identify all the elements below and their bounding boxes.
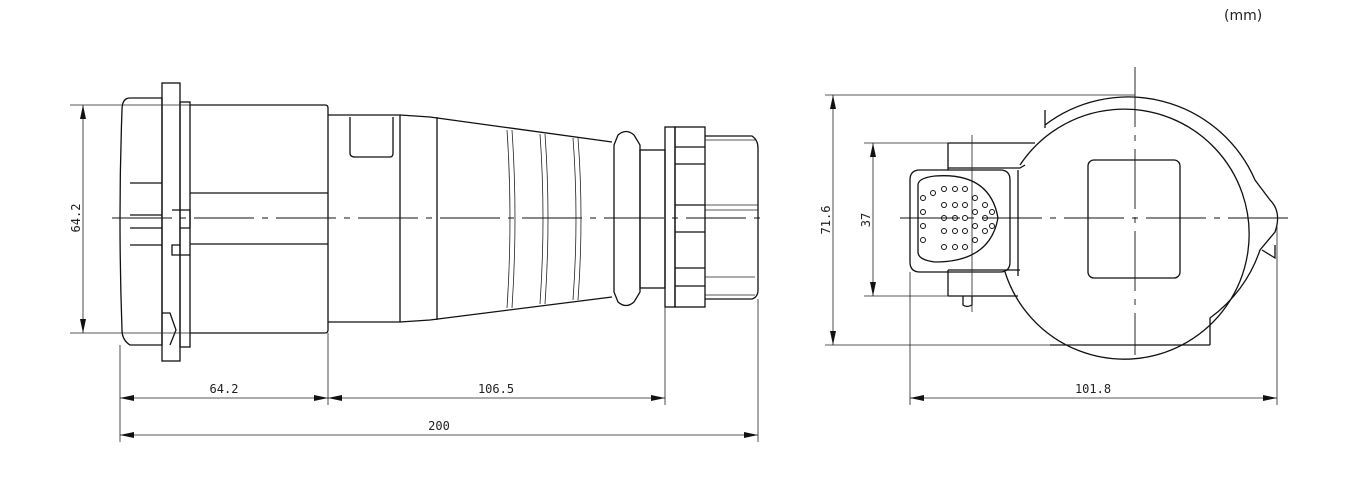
dim-body-length: 106.5 [328,382,665,401]
dim-front-height: 71.6 [819,94,1135,346]
dim-socket-height-label: 37 [859,213,873,227]
dim-front-height-label: 71.6 [819,206,833,235]
dim-side-height-label: 64.2 [69,204,83,233]
dim-body-length-label: 106.5 [478,382,514,396]
side-view: 64.2 64.2 106.5 200 [69,82,768,442]
dim-front-width-label: 101.8 [1075,382,1111,396]
dim-head-length-label: 64.2 [210,382,239,396]
dim-height: 64.2 [69,104,190,334]
unit-label: (mm) [1224,8,1263,24]
dim-head-length: 64.2 [120,382,328,401]
dim-socket-height: 37 [859,142,948,297]
front-view: 71.6 37 101.8 [819,67,1292,405]
pin-grid [920,186,995,250]
dim-total-length-label: 200 [428,419,450,433]
dim-front-width: 101.8 [909,225,1278,405]
dim-total-length: 200 [120,419,758,438]
